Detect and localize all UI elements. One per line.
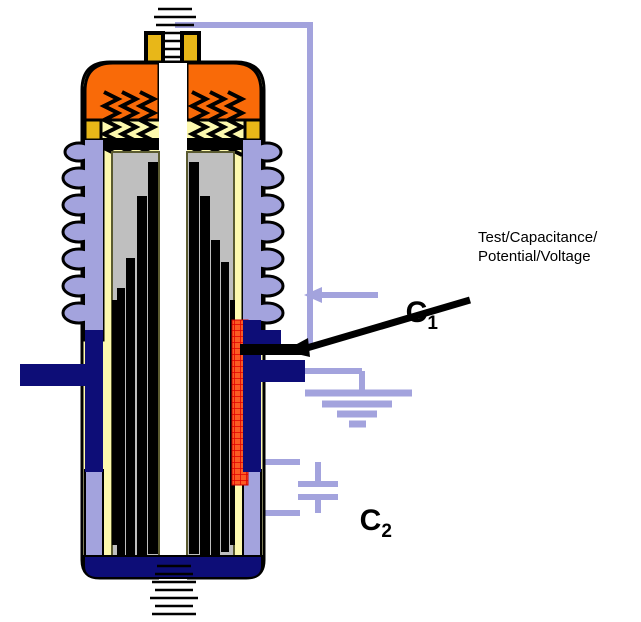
navy-cap-left xyxy=(85,330,103,342)
c1-letter: C xyxy=(405,296,428,329)
ribbed-insulator-skirt-left xyxy=(61,138,105,342)
ribbed-insulator-skirt-right xyxy=(241,138,285,342)
c1-subscript: 1 xyxy=(427,313,438,334)
c2-subscript: 2 xyxy=(381,521,392,542)
capacitor-c2-label: C2 xyxy=(343,470,392,543)
c2-letter: C xyxy=(359,504,382,537)
pointer-arrow xyxy=(240,296,471,357)
electrode-plates-left xyxy=(112,162,158,564)
c1-wire xyxy=(175,22,313,348)
c2-capacitor-symbol xyxy=(298,481,338,500)
center-gap xyxy=(159,63,187,583)
capacitor-c1-label: C1 xyxy=(389,262,438,335)
spring-seat-right xyxy=(187,138,244,150)
navy-tab-left xyxy=(20,364,88,386)
c1-arrow xyxy=(304,287,378,303)
test-capacitance-label: Test/Capacitance/ Potential/Voltage xyxy=(478,229,598,265)
navy-shoulder-lower xyxy=(243,360,305,382)
spring-seat-left xyxy=(102,138,159,150)
navy-electrode-left xyxy=(85,340,103,472)
threaded-rod-bottom xyxy=(150,564,198,616)
navy-electrode-right xyxy=(243,320,261,472)
ground-symbol xyxy=(300,368,412,428)
